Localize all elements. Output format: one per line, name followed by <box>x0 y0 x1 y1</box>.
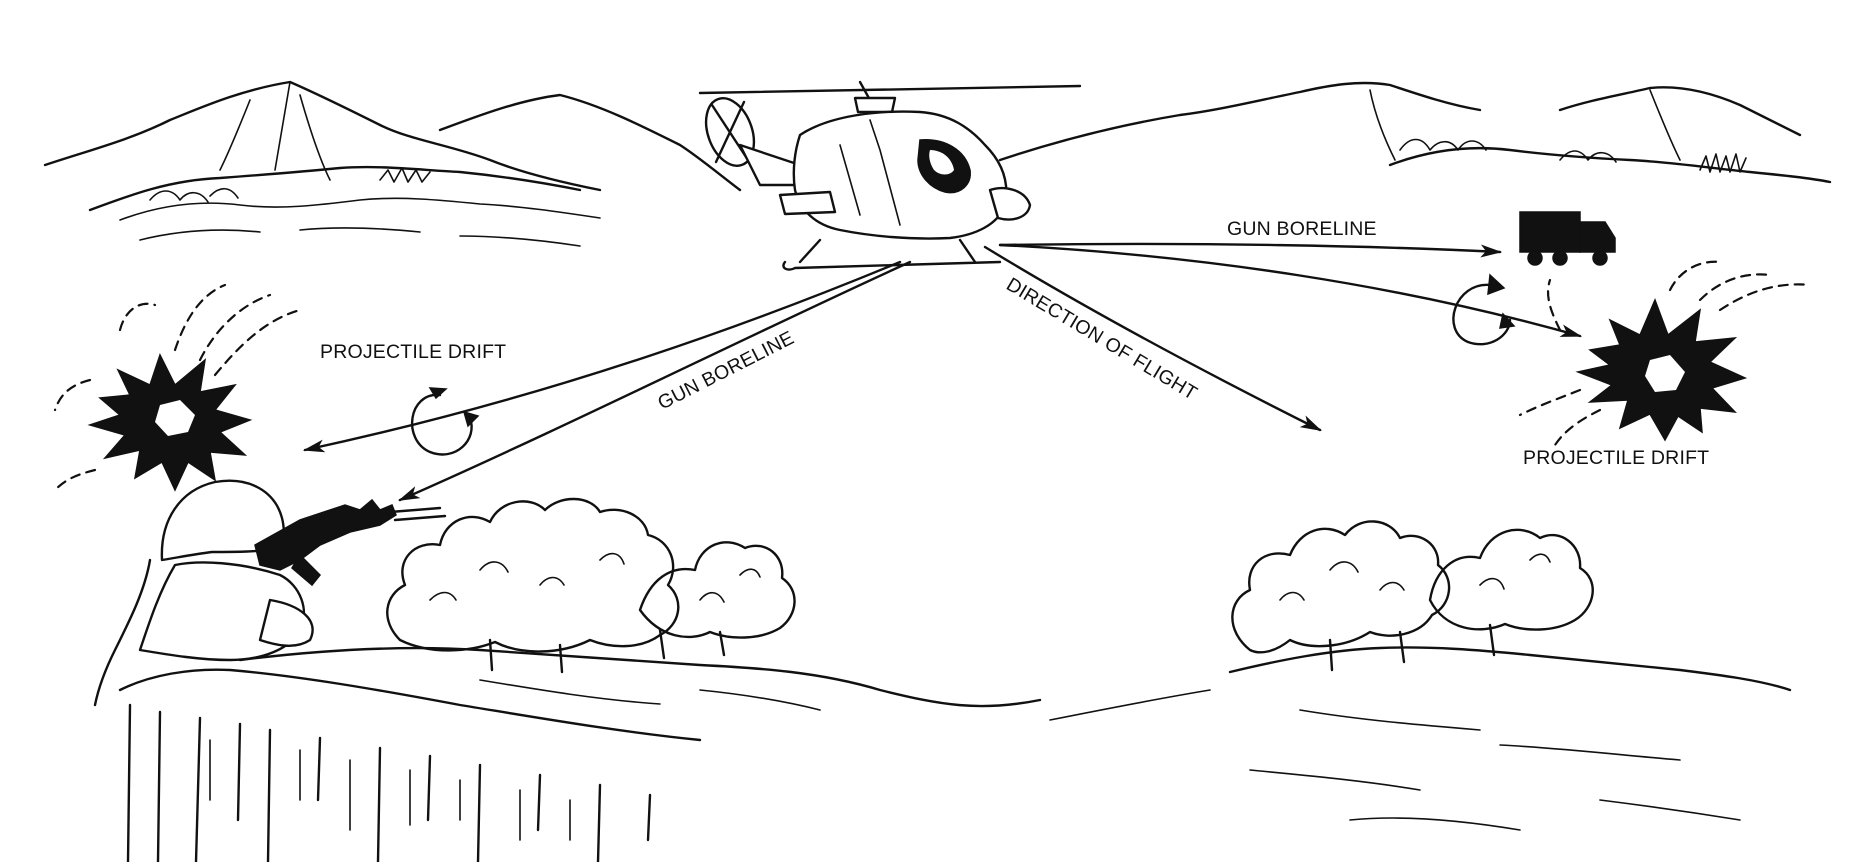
impact-burst-right <box>1518 260 1812 447</box>
impact-burst-left <box>53 283 302 492</box>
bushes-left <box>386 497 796 674</box>
label-direction-of-flight: DIRECTION OF FLIGHT <box>1002 273 1200 404</box>
label-gun-boreline-right: GUN BORELINE <box>1227 218 1377 240</box>
label-projectile-drift-left: PROJECTILE DRIFT <box>320 341 506 363</box>
label-projectile-drift-right: PROJECTILE DRIFT <box>1523 447 1709 469</box>
trajectory-arrows <box>302 242 1583 502</box>
truck-target-icon <box>1519 211 1616 266</box>
cliff-edge <box>118 668 702 862</box>
rotation-arrow-left <box>410 387 480 456</box>
mountains-right <box>998 81 1832 184</box>
mountains-left <box>43 80 742 247</box>
rifleman-icon <box>93 479 447 707</box>
rotation-arrow-right <box>1452 273 1516 346</box>
bushes-right <box>1231 520 1594 672</box>
attack-helicopter-icon <box>698 80 1082 271</box>
label-gun-boreline-left: GUN BORELINE <box>654 327 797 415</box>
ground-terrain <box>238 646 1792 831</box>
